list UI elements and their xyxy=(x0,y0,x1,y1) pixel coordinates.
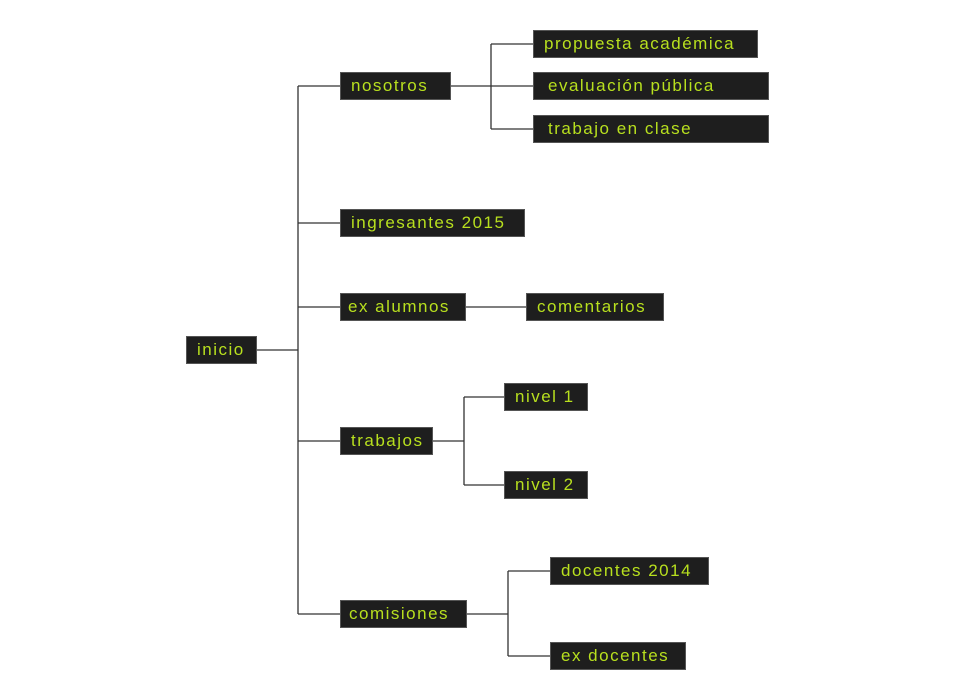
node-propuesta-academica[interactable]: propuesta académica xyxy=(533,30,758,58)
node-trabajos[interactable]: trabajos xyxy=(340,427,433,455)
node-nivel-1[interactable]: nivel 1 xyxy=(504,383,588,411)
node-ex-docentes[interactable]: ex docentes xyxy=(550,642,686,670)
node-evaluacion-publica[interactable]: evaluación pública xyxy=(533,72,769,100)
node-comisiones[interactable]: comisiones xyxy=(340,600,467,628)
node-nosotros[interactable]: nosotros xyxy=(340,72,451,100)
node-trabajo-en-clase[interactable]: trabajo en clase xyxy=(533,115,769,143)
node-docentes-2014[interactable]: docentes 2014 xyxy=(550,557,709,585)
node-nivel-2[interactable]: nivel 2 xyxy=(504,471,588,499)
node-ingresantes-2015[interactable]: ingresantes 2015 xyxy=(340,209,525,237)
node-comentarios[interactable]: comentarios xyxy=(526,293,664,321)
node-inicio[interactable]: inicio xyxy=(186,336,257,364)
node-ex-alumnos[interactable]: ex alumnos xyxy=(340,293,466,321)
